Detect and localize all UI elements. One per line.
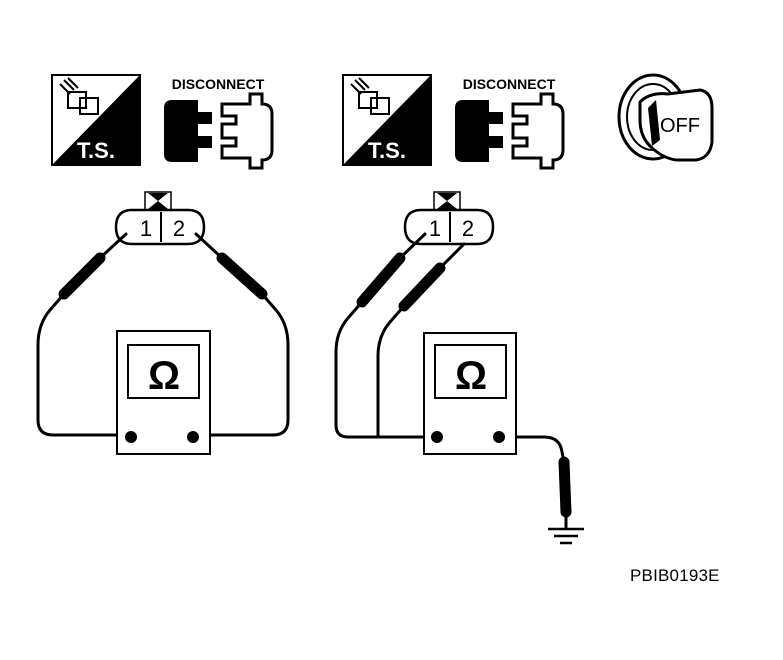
connector-left-pin-1: 1 <box>140 216 152 241</box>
connector-left-pin-2: 2 <box>173 216 185 241</box>
connector-right-pin-1: 1 <box>429 216 441 241</box>
disconnect-icon: DISCONNECT <box>164 76 274 170</box>
probe-wires-left <box>36 232 290 437</box>
connector-left: 1 2 <box>114 191 206 246</box>
disconnect-label-right: DISCONNECT <box>463 76 556 92</box>
reference-code: PBIB0193E <box>630 566 720 585</box>
ohm-symbol-right: Ω <box>455 354 487 398</box>
connector-right-pin-2: 2 <box>462 216 474 241</box>
ohmmeter-right: Ω <box>423 332 517 455</box>
ohm-symbol-left: Ω <box>148 354 180 398</box>
meter-terminal-right-v <box>493 431 505 443</box>
meter-terminal-right-com <box>431 431 443 443</box>
meter-terminal-left-v <box>187 431 199 443</box>
disconnect-icon-right: DISCONNECT <box>455 76 565 170</box>
ohmmeter-left: Ω <box>116 330 211 455</box>
disconnect-label: DISCONNECT <box>172 76 265 92</box>
ts-icon: T.S. <box>51 74 141 166</box>
ground-icon <box>548 527 584 545</box>
ts-label-right: T.S. <box>368 138 406 163</box>
off-label: OFF <box>660 115 700 137</box>
meter-terminal-left-com <box>125 431 137 443</box>
ts-icon-right: T.S. <box>342 74 432 166</box>
probe-wires-right <box>334 232 572 530</box>
connector-right: 1 2 <box>403 191 495 246</box>
ts-label: T.S. <box>77 138 115 163</box>
ignition-key-off-icon: OFF <box>617 73 714 162</box>
